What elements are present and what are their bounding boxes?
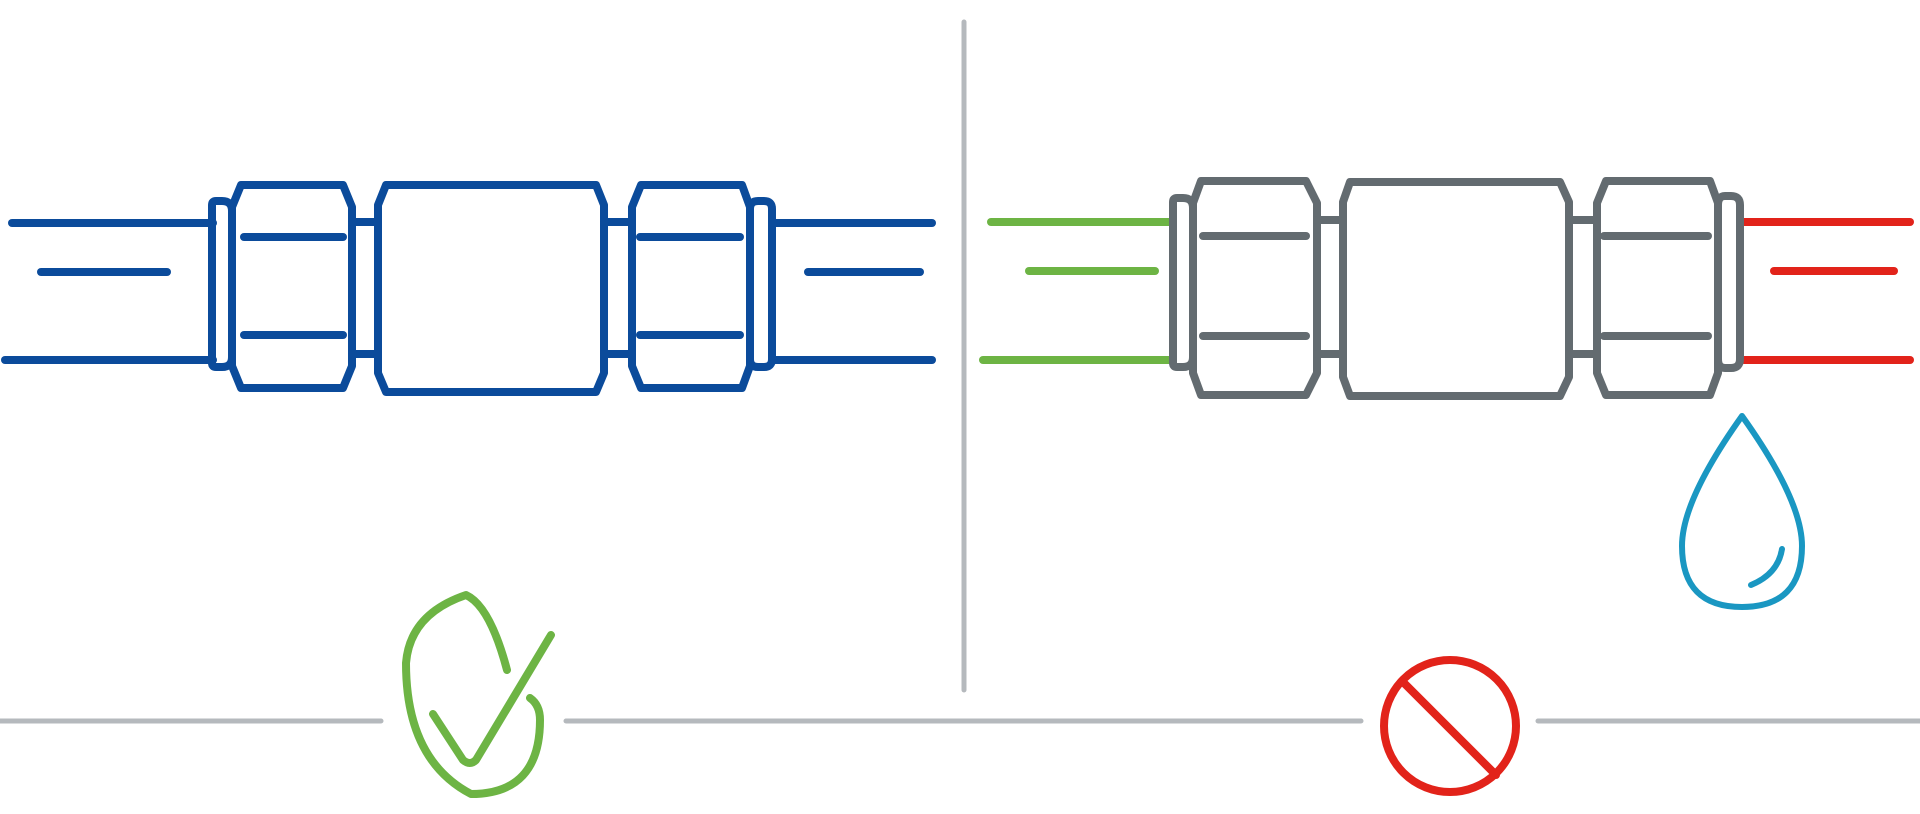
right-nut (628, 181, 754, 392)
prohibited-icon (1380, 656, 1520, 796)
right-inlet-lines (979, 218, 1176, 364)
right-ferrule (1714, 192, 1744, 372)
right-nut (1593, 177, 1722, 399)
check-circle (402, 591, 544, 798)
check-icon (402, 591, 555, 798)
prohibited-circle (1380, 656, 1520, 796)
center-body (374, 181, 608, 396)
incorrect-fitting (1169, 177, 1744, 400)
left-nut (228, 181, 356, 392)
left-nut (1189, 177, 1321, 399)
right-ferrule (746, 197, 776, 371)
prohibited-slash (1399, 678, 1500, 779)
check-mark (429, 631, 555, 767)
water-drop-highlight (1748, 546, 1785, 588)
correct-fitting (208, 181, 776, 396)
center-body (1339, 178, 1573, 400)
left-inlet-lines (1, 219, 217, 364)
right-panel-incorrect (979, 177, 1914, 796)
left-panel-correct (1, 181, 936, 798)
water-drop-outline (1679, 413, 1805, 610)
water-drop-icon (1679, 413, 1805, 610)
left-outlet-lines (771, 219, 936, 364)
right-outlet-lines (1740, 218, 1914, 364)
